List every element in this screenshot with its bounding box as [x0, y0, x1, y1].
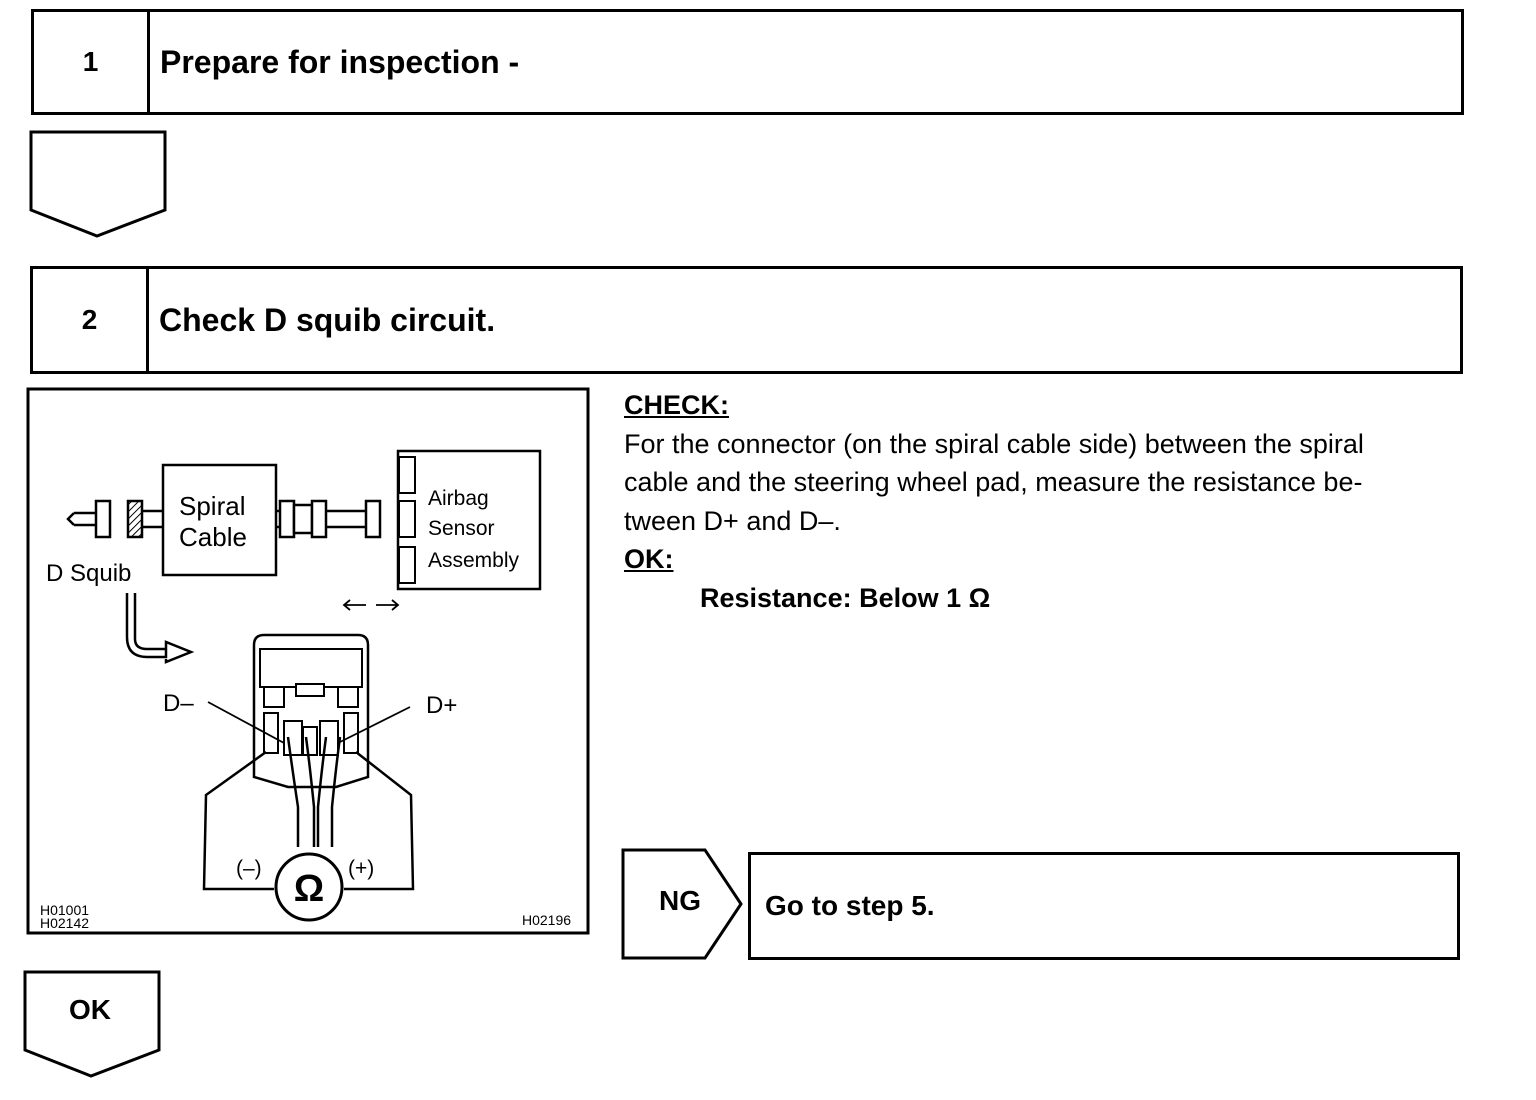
airbag-label-3: Assembly: [428, 549, 520, 572]
ng-arrow: [621, 848, 743, 960]
step-1-title: Prepare for inspection -: [160, 43, 520, 80]
ohmmeter-icon: [274, 852, 344, 922]
meter-minus-label: (–): [236, 857, 262, 880]
ohm-symbol: Ω: [294, 868, 324, 910]
step-2-title: Check D squib circuit.: [159, 301, 496, 338]
ok-label: OK: [69, 994, 111, 1025]
airbag-label-2: Sensor: [428, 517, 495, 540]
figure-code-left-1: H01001: [40, 902, 89, 918]
airbag-label-1: Airbag: [428, 487, 489, 510]
ok-arrow: [23, 970, 161, 1078]
spiral-cable-label-2: Cable: [179, 522, 247, 552]
ng-result-box: Go to step 5.: [748, 852, 1460, 960]
connector-diagram: Spiral Cable Airbag Sensor Assembly D Sq…: [26, 387, 590, 935]
step-1-number: 1: [34, 12, 150, 112]
check-section: CHECK: For the connector (on the spiral …: [624, 386, 1469, 617]
ok-header: OK:: [624, 544, 674, 574]
step-2-number: 2: [33, 269, 149, 371]
middle-connector: [276, 499, 382, 539]
d-plus-label: D+: [426, 692, 457, 719]
ng-label: NG: [659, 885, 701, 916]
figure-code-right: H02196: [522, 912, 571, 928]
figure-code-left-2: H02142: [40, 915, 89, 931]
meter-plus-label: (+): [348, 857, 374, 880]
flow-arrow-1: [29, 130, 167, 238]
check-line-1: For the connector (on the spiral cable s…: [624, 428, 1364, 459]
d-squib-label: D Squib: [46, 560, 131, 587]
check-header: CHECK:: [624, 390, 729, 420]
disconnect-arrows-icon: [342, 599, 400, 611]
step-2-box: 2 Check D squib circuit.: [30, 266, 1463, 374]
check-line-3: tween D+ and D–.: [624, 505, 841, 536]
airbag-sensor-box: [396, 449, 542, 591]
d-minus-label: D–: [163, 690, 194, 717]
tester-probes: [286, 736, 342, 847]
view-arrow-icon: [125, 593, 195, 664]
spiral-cable-label-1: Spiral: [179, 491, 245, 521]
squib-connector: [66, 499, 163, 539]
connector-face: [252, 633, 370, 789]
step-1-box: 1 Prepare for inspection -: [31, 9, 1464, 115]
spiral-cable-box: [161, 463, 278, 577]
check-line-2: cable and the steering wheel pad, measur…: [624, 467, 1363, 497]
resistance-spec: Resistance: Below 1 Ω: [700, 582, 991, 613]
